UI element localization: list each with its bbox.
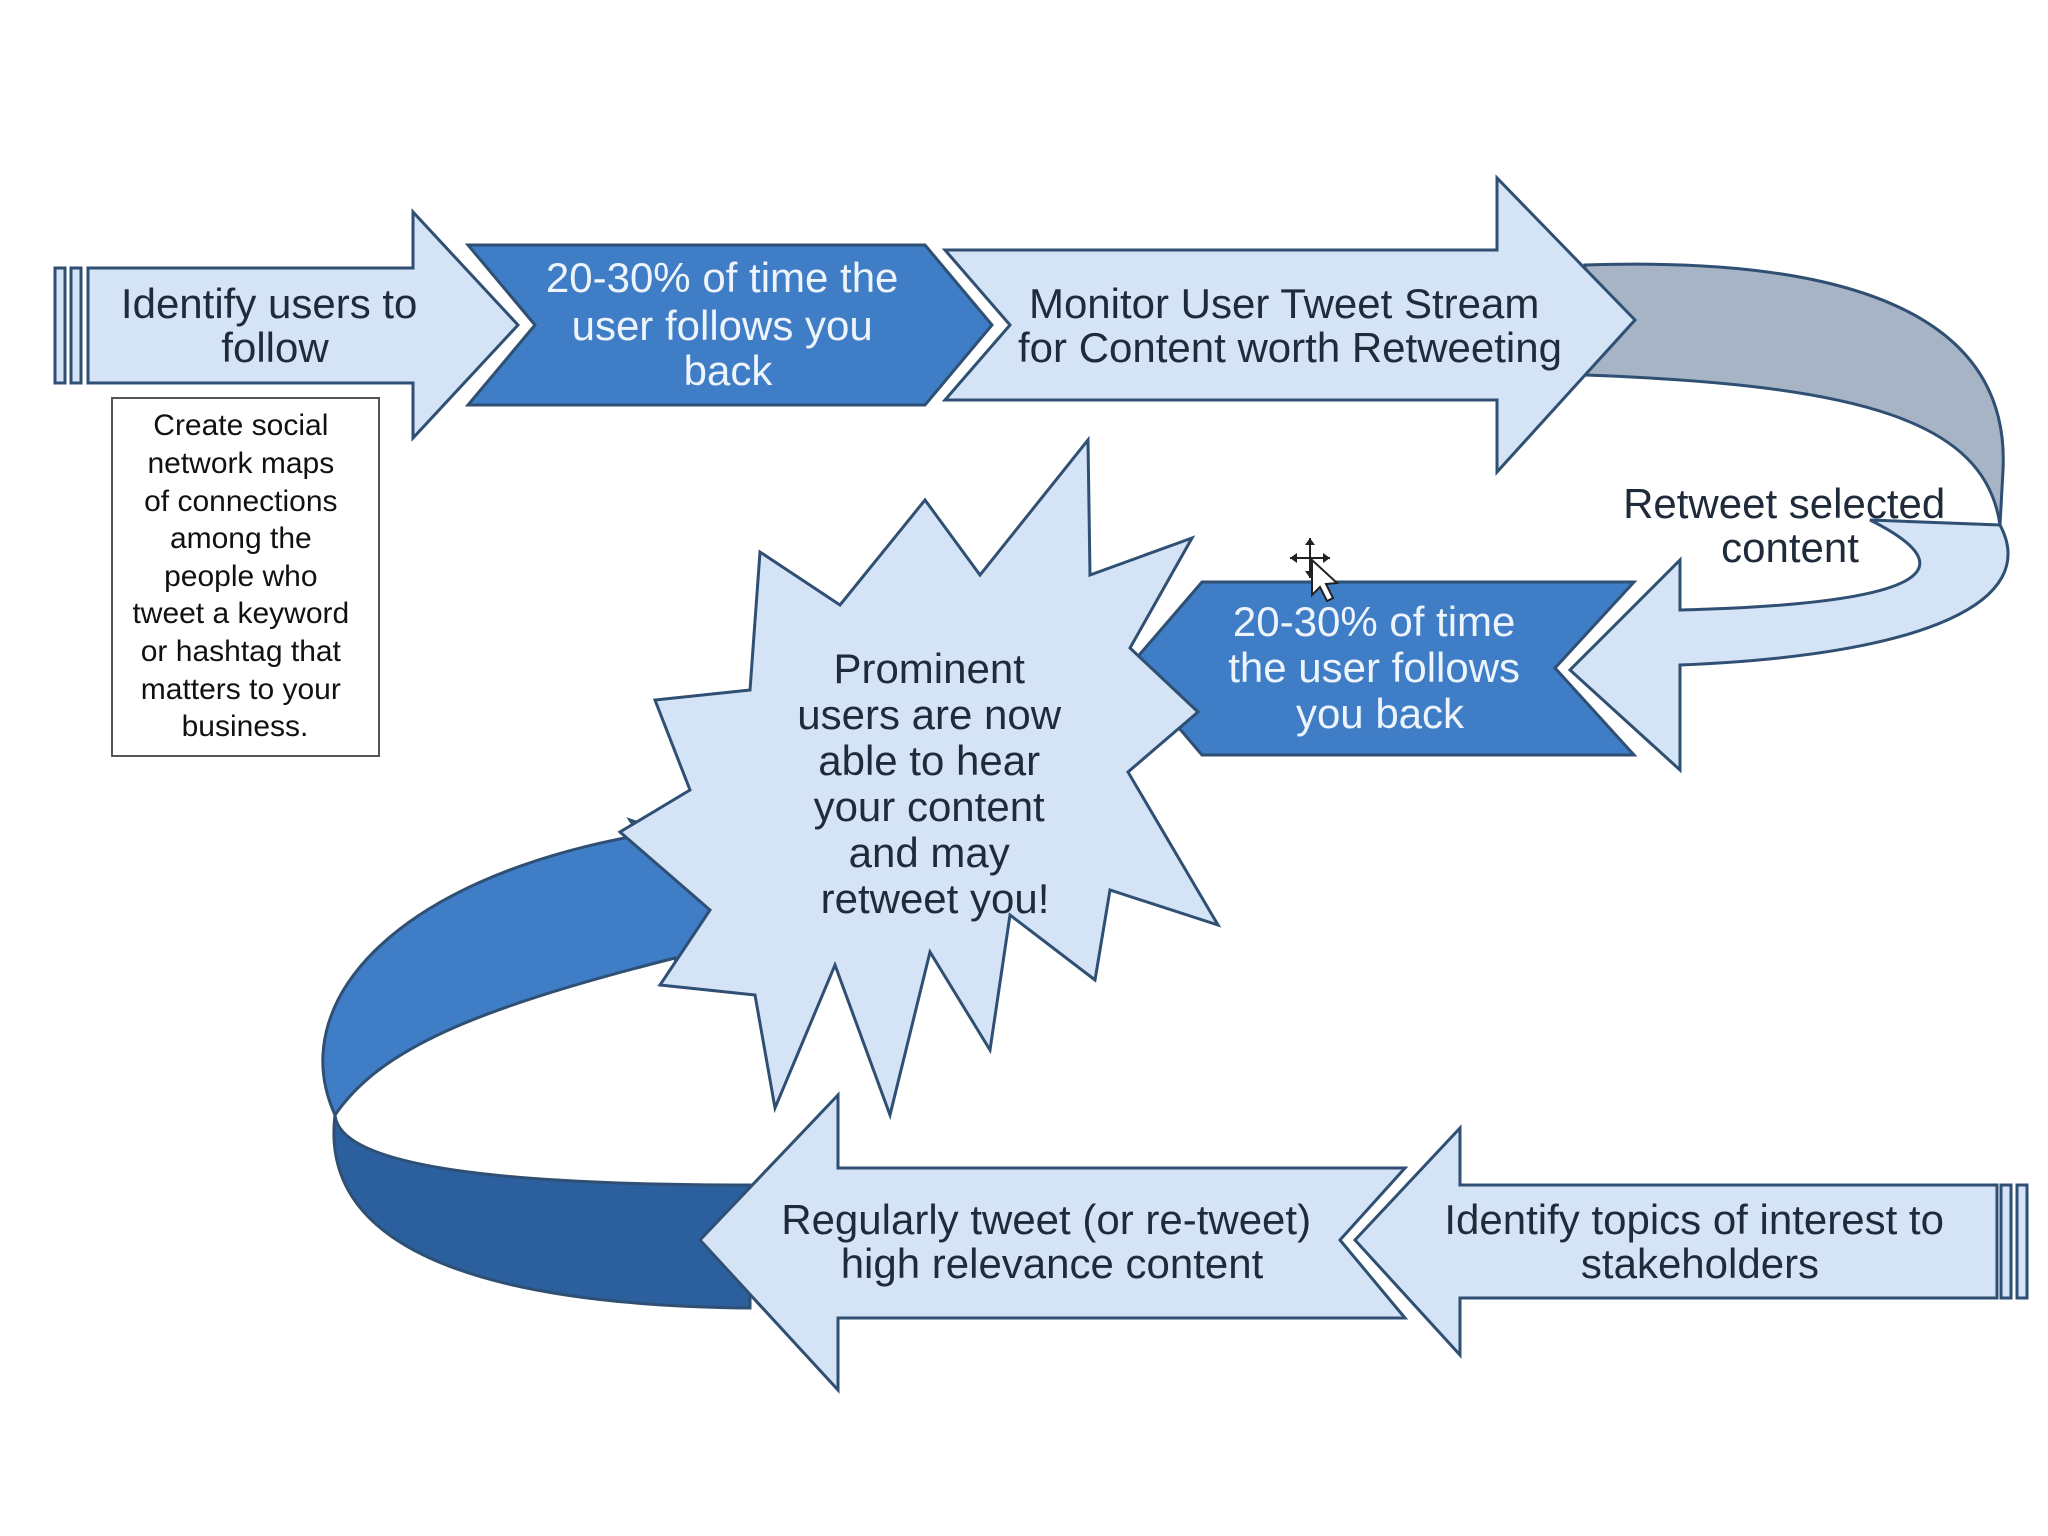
follow-back-top-label: 20-30% of time the user follows you back [546,254,910,394]
retweet-selected-label: Retweet selected content [1623,480,1957,571]
note-box-frame [111,397,380,757]
step-regularly-tweet: Regularly tweet (or re-tweet) high relev… [697,1091,1409,1394]
step-prominent-users: Prominent users are now able to hear you… [617,435,1222,1121]
curved-connector-left-back [332,1114,752,1310]
monitor-stream-label: Monitor User Tweet Stream for Content wo… [1018,280,1562,371]
prominent-users-starburst [617,435,1222,1121]
follow-back-mid-label: 20-30% of time the user follows you back [1228,598,1531,737]
identify-topics-arrow [1352,1124,1999,1359]
follow-back-mid-chevron [1126,580,1638,757]
curved-connector-right-front [1567,518,2010,774]
curved-connector-right-back [1583,262,2005,526]
step-identify-users: Identify users to follow [53,208,521,442]
identify-users-label: Identify users to follow [121,280,429,371]
step-follow-back-top: 20-30% of time the user follows you back [464,243,994,407]
follow-back-top-chevron [464,243,994,407]
identify-topics-label: Identify topics of interest to stakehold… [1444,1196,1955,1287]
note-box-text: Create social network maps of connection… [132,409,357,743]
move-cursor-icon [1290,538,1340,603]
curved-connector-right [1567,262,2010,774]
regularly-tweet-label: Regularly tweet (or re-tweet) high relev… [781,1196,1323,1287]
step-monitor-stream: Monitor User Tweet Stream for Content wo… [941,174,1638,476]
end-bar-outer [2015,1183,2029,1300]
end-bar-inner [1999,1183,2013,1300]
step-follow-back-mid: 20-30% of time the user follows you back [1126,580,1638,757]
start-bar-outer [53,266,67,385]
regularly-tweet-arrow [697,1091,1409,1394]
monitor-stream-arrow [941,174,1638,476]
note-box: Create social network maps of connection… [111,397,380,757]
start-bar-inner [69,266,83,385]
prominent-users-label: Prominent users are now able to hear you… [797,645,1072,922]
identify-users-arrow [86,208,521,442]
step-retweet-selected: Retweet selected content [1623,480,1957,571]
step-identify-topics: Identify topics of interest to stakehold… [1352,1124,2029,1359]
